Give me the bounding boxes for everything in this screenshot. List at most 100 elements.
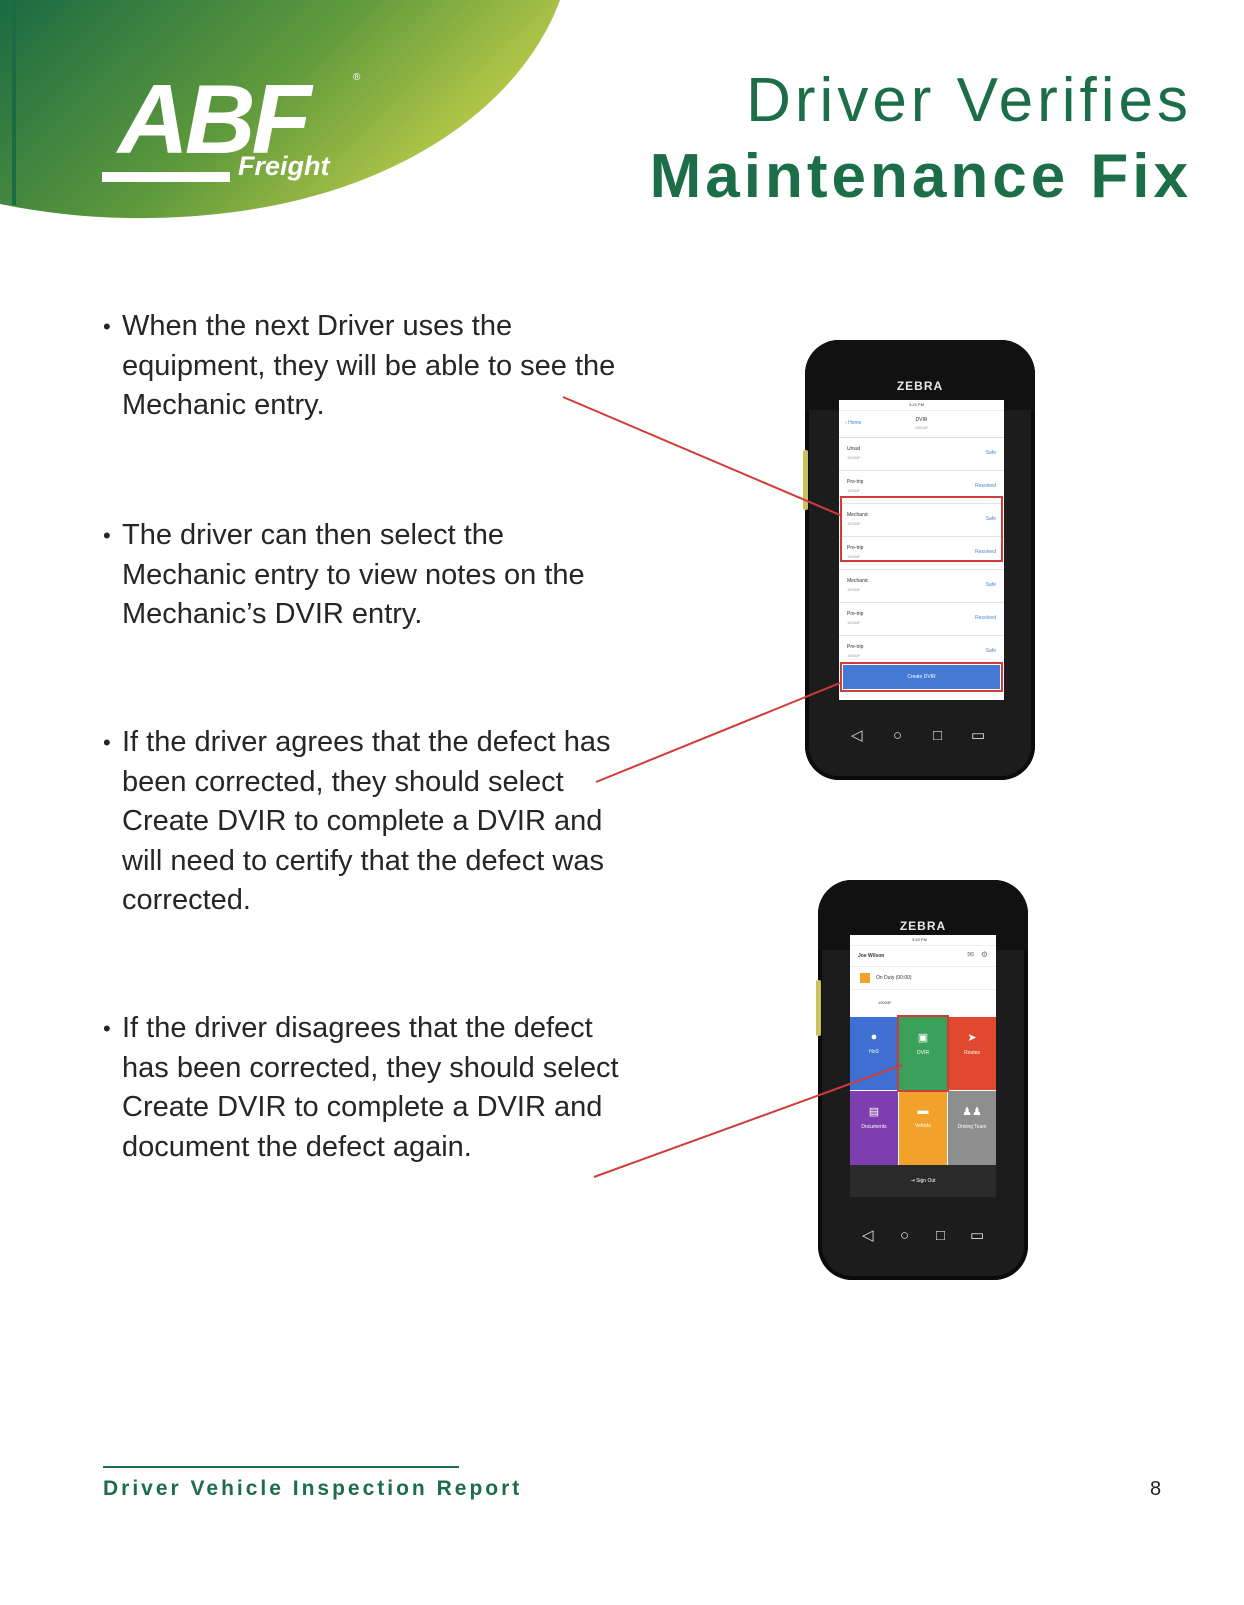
logo-abf-text: ABF: [118, 64, 311, 174]
status-bar: 3:43 PM: [850, 935, 996, 946]
car-icon: ▬: [917, 1105, 929, 1117]
highlight-dvir-tile: [897, 1015, 949, 1092]
row-status: Safe: [985, 648, 996, 654]
tile-vehicle[interactable]: ▬Vehicle: [899, 1091, 947, 1165]
page-title-line1: Driver Verifies: [746, 66, 1192, 135]
bullet-1-text: When the next Driver uses the equipment,…: [122, 310, 616, 421]
row-sub: 10034F: [847, 554, 861, 559]
android-nav-bar: ◁ ○ □ ▭: [805, 722, 1035, 752]
dvir-row[interactable]: Pre-trip 10034F Resolved: [839, 471, 1004, 504]
bullet-mark: •: [103, 523, 111, 548]
highlight-create-dvir: [840, 662, 1003, 692]
screen-title: DVIR: [915, 417, 928, 423]
row-status: Safe: [985, 582, 996, 588]
tile-driving-team[interactable]: ♟♟ Driving Team: [948, 1091, 996, 1165]
bullet-3: • If the driver agrees that the defect h…: [103, 723, 623, 921]
bullet-2: • The driver can then select the Mechani…: [103, 516, 623, 635]
overview-icon[interactable]: ▭: [970, 1227, 985, 1244]
home-icon[interactable]: ○: [893, 727, 903, 744]
dvir-row[interactable]: Pre-trip 10034F Resolved: [839, 537, 1004, 570]
row-status: Safe: [985, 516, 996, 522]
logo-underline: [102, 172, 230, 182]
dvir-row-mechanic[interactable]: Mechanic 10034F Safe: [839, 504, 1004, 537]
row-label: Pre-trip: [847, 479, 864, 485]
side-button: [803, 450, 808, 510]
footer-label: Driver Vehicle Inspection Report: [103, 1477, 523, 1500]
back-label: Home: [848, 420, 862, 426]
recents-icon[interactable]: □: [933, 727, 943, 744]
tile-dvir[interactable]: ▣ DVIR: [899, 1017, 947, 1090]
callout-line-create-dvir: [595, 682, 841, 783]
vehicle-number: 10034F: [878, 1000, 892, 1005]
vehicle-info: 10034F: [850, 990, 996, 1018]
recents-icon[interactable]: □: [936, 1227, 946, 1244]
row-label: Mechanic: [847, 578, 869, 584]
clock-icon: ●: [870, 1031, 878, 1043]
status-time: 3:43 PM: [912, 937, 927, 942]
sign-out-button[interactable]: ⇥ Sign Out: [850, 1165, 996, 1197]
logo-registered-mark: ®: [353, 72, 361, 83]
tile-documents[interactable]: ▤ Documents: [850, 1091, 898, 1165]
row-status: Resolved: [975, 549, 996, 555]
tile-label: Driving Team: [957, 1124, 987, 1130]
overview-icon[interactable]: ▭: [971, 727, 986, 744]
row-sub: 10034F: [847, 620, 861, 625]
tile-hos[interactable]: ● HoS: [850, 1017, 898, 1090]
sign-out-label: Sign Out: [916, 1178, 936, 1184]
row-status: Resolved: [975, 483, 996, 489]
bullet-3-text: If the driver agrees that the defect has…: [122, 726, 611, 916]
row-sub: 10034F: [847, 488, 861, 493]
back-icon[interactable]: ◁: [851, 727, 863, 744]
back-link[interactable]: ‹ Home: [845, 420, 862, 426]
team-icon: ♟♟: [962, 1106, 982, 1118]
highlight-mechanic-entry: [840, 496, 1003, 562]
bullet-4-text: If the driver disagrees that the defect …: [122, 1012, 619, 1163]
brand-label: ZEBRA: [899, 919, 947, 933]
tile-routes[interactable]: ➤ Routes: [948, 1017, 996, 1090]
tile-label: Routes: [964, 1050, 980, 1056]
duty-status[interactable]: On Duty (00:00): [850, 967, 996, 990]
back-icon[interactable]: ◁: [862, 1227, 874, 1244]
home-icon[interactable]: ○: [900, 1227, 910, 1244]
tile-label: Documents: [861, 1124, 887, 1130]
mail-icon[interactable]: ✉: [967, 950, 974, 959]
bullet-1: • When the next Driver uses the equipmen…: [103, 307, 623, 426]
phone-bezel-top: [805, 340, 1035, 410]
gear-icon[interactable]: ⚙: [980, 950, 988, 959]
user-header: Joe Wilson ✉ ⚙: [850, 946, 996, 967]
duty-text: On Duty (00:00): [876, 975, 912, 981]
phone-screen: 3:43 PM Joe Wilson ✉ ⚙ On Duty (00:00) 1…: [850, 935, 996, 1197]
screen-subtitle: 10034F: [914, 425, 929, 430]
row-sub: 10034F: [847, 521, 861, 526]
footer-rule: [103, 1466, 459, 1468]
tile-label: HoS: [869, 1049, 879, 1055]
document-icon: ▤: [868, 1106, 880, 1118]
row-label: Mechanic: [847, 512, 869, 518]
logo-freight-text: Freight: [238, 151, 330, 181]
clipboard-icon: ▣: [917, 1032, 929, 1044]
row-sub: 10034F: [847, 455, 861, 460]
android-nav-bar: ◁ ○ □ ▭: [818, 1222, 1028, 1252]
page-title-line2: Maintenance Fix: [649, 142, 1192, 211]
tile-label: DVIR: [917, 1050, 929, 1056]
sign-out-icon: ⇥: [910, 1178, 917, 1184]
bullet-2-text: The driver can then select the Mechanic …: [122, 519, 585, 630]
status-time: 3:24 PM: [909, 402, 924, 407]
create-dvir-button[interactable]: Create DVIR: [843, 665, 1000, 689]
logo-background: [0, 0, 560, 219]
navigation-arrow-icon: ➤: [967, 1032, 977, 1044]
bullet-4: • If the driver disagrees that the defec…: [103, 1009, 623, 1167]
screen-header: ‹ Home DVIR 10034F: [839, 411, 1004, 438]
row-status: Safe: [985, 450, 996, 456]
user-name: Joe Wilson: [858, 953, 885, 959]
row-label: Pre-trip: [847, 545, 864, 551]
menu-grid: ● HoS ▣ DVIR ➤ Routes ▤ Documents ▬Vehicle ♟…: [850, 1015, 996, 1165]
status-bar: 3:24 PM: [839, 400, 1004, 411]
duty-icon: [860, 973, 870, 983]
bullet-mark: •: [103, 1016, 111, 1041]
